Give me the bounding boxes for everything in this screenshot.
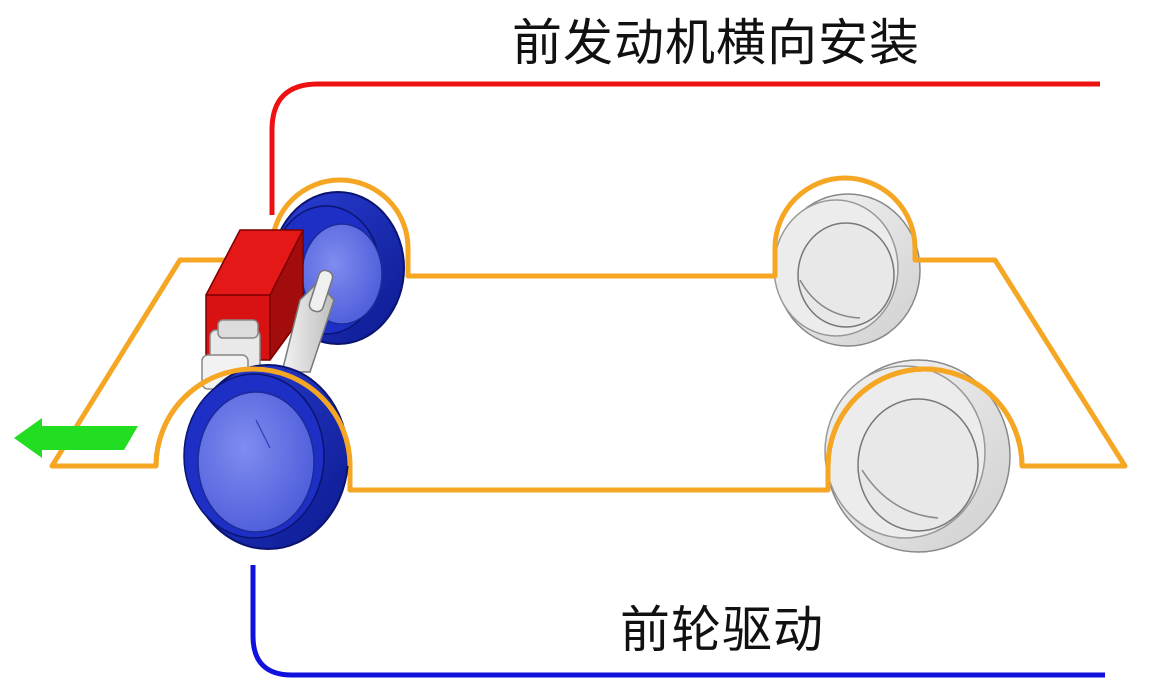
drive-shaft-right (281, 269, 335, 373)
engine-layout-label: 前发动机横向安装 (512, 14, 920, 72)
drive-type-label: 前轮驱动 (620, 601, 824, 659)
engine-leader-line (269, 81, 1100, 215)
front-left-wheel (183, 364, 349, 550)
car-outline-rear-arch (825, 366, 1025, 467)
car-outline-front-arch (153, 366, 353, 467)
rear-left-wheel (824, 359, 1011, 553)
drive-leader-line (250, 565, 1105, 678)
arrow-left-icon (14, 418, 138, 458)
rear-right-wheel (773, 193, 921, 347)
